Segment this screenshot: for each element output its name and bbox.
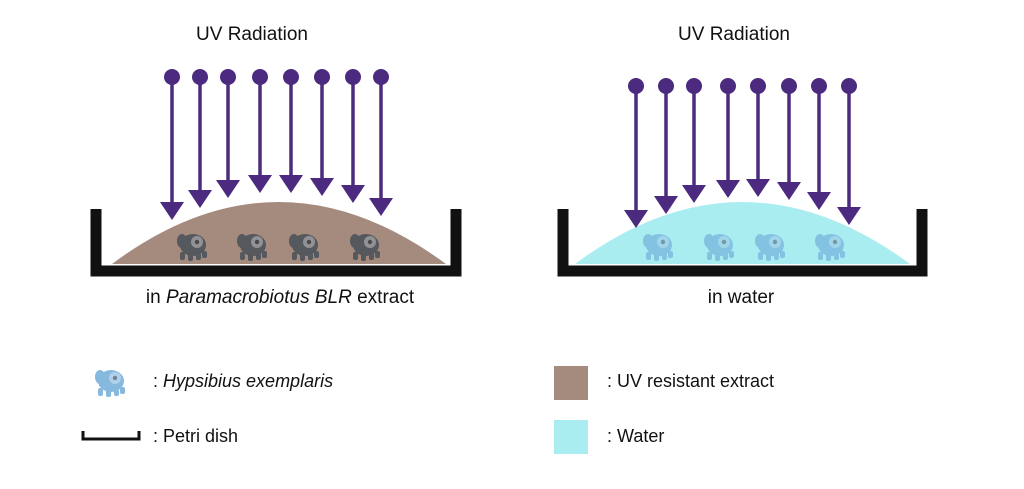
uv-arrows-left xyxy=(160,69,393,220)
tardigrade-icon xyxy=(704,234,734,261)
uv-arrow xyxy=(682,78,706,203)
tardigrade-icon xyxy=(289,234,319,261)
caption-left-suffix: extract xyxy=(351,287,415,308)
tardigrade-icon xyxy=(177,234,207,261)
tardigrade-icon xyxy=(755,234,785,261)
uv-arrow xyxy=(216,69,240,198)
uv-radiation-title-left: UV Radiation xyxy=(196,24,308,45)
uv-arrow xyxy=(369,69,393,216)
panel-right xyxy=(557,78,928,277)
uv-arrow xyxy=(279,69,303,193)
uv-radiation-title-right: UV Radiation xyxy=(678,24,790,45)
tardigrade-icon xyxy=(815,234,845,261)
uv-arrow xyxy=(807,78,831,210)
legend-extract-label: : UV resistant extract xyxy=(607,371,775,391)
uv-arrow xyxy=(777,78,801,200)
uv-arrow xyxy=(341,69,365,203)
uv-arrow xyxy=(716,78,740,198)
legend-extract-swatch xyxy=(554,366,588,400)
legend-organism-prefix: : xyxy=(153,371,164,391)
petri-dish-right xyxy=(557,209,928,277)
uv-arrow xyxy=(624,78,648,228)
caption-right-text: in water xyxy=(707,287,775,308)
petri-dish-icon xyxy=(81,431,141,441)
petri-dish-left xyxy=(90,209,462,277)
caption-right: in water xyxy=(708,287,775,309)
panel-left xyxy=(90,69,462,277)
tardigrade-icon xyxy=(237,234,267,261)
tardigrade-icon xyxy=(643,234,673,261)
uv-arrow xyxy=(248,69,272,193)
legend-water-label: : Water xyxy=(607,426,665,446)
legend-water-swatch xyxy=(554,420,588,454)
legend-tardigrade-icon xyxy=(95,370,125,397)
uv-arrow xyxy=(310,69,334,196)
legend-organism-label: : Hypsibius exemplaris xyxy=(153,371,333,392)
uv-arrow xyxy=(837,78,861,225)
legend-organism-name: Hypsibius exemplaris xyxy=(163,371,334,391)
uv-arrow xyxy=(654,78,678,214)
uv-arrow xyxy=(188,69,212,208)
caption-left-prefix: in xyxy=(145,287,166,308)
uv-arrows-right xyxy=(624,78,861,228)
tardigrade-icon xyxy=(350,234,380,261)
tardigrade-icon xyxy=(95,370,125,397)
legend-dish-label: : Petri dish xyxy=(153,426,239,446)
caption-left: in Paramacrobiotus BLR extract xyxy=(146,287,414,309)
extract-mound xyxy=(112,202,446,264)
uv-arrow xyxy=(160,69,184,220)
caption-left-species: Paramacrobiotus BLR xyxy=(165,287,352,308)
uv-arrow xyxy=(746,78,770,197)
